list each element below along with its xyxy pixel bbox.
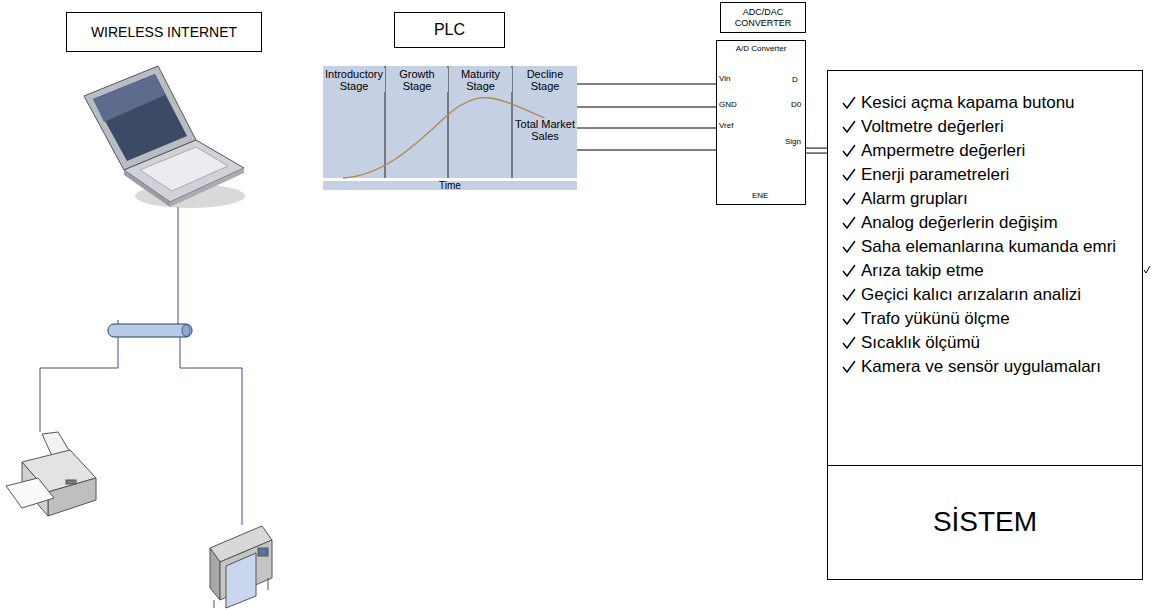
printer-icon xyxy=(6,478,54,508)
list-item: Geçici kalıcı arızaların analizi xyxy=(861,283,1138,307)
pin-name: ENE xyxy=(752,192,768,201)
check-mark xyxy=(843,241,855,252)
plotter-icon xyxy=(268,578,269,590)
check-mark xyxy=(842,168,856,182)
network-wire xyxy=(180,337,242,525)
check-mark xyxy=(842,312,856,326)
check-mark xyxy=(843,361,855,372)
check-mark xyxy=(843,145,855,156)
check-mark xyxy=(843,97,855,108)
list-item: Sıcaklık ölçümü xyxy=(861,331,1138,355)
check-mark xyxy=(843,313,855,324)
check-mark xyxy=(843,265,855,276)
system-title-box: SİSTEM xyxy=(827,465,1143,580)
signal-bus xyxy=(806,148,827,153)
converter-title-box: ADC/DAC CONVERTER xyxy=(720,2,806,33)
check-mark xyxy=(842,240,856,254)
pin-name: Vref xyxy=(719,122,733,131)
printer-icon xyxy=(6,432,96,516)
list-item: Alarm grupları xyxy=(861,187,1138,211)
plotter-icon xyxy=(258,548,268,556)
laptop-icon xyxy=(124,140,244,202)
list-item: Kesici açma kapama butonu xyxy=(861,91,1138,115)
node-text: ADC/DAC CONVERTER xyxy=(731,7,795,28)
pin-name: GND xyxy=(719,101,737,110)
check-mark xyxy=(843,217,855,228)
check-mark xyxy=(842,288,856,302)
network-wire xyxy=(178,207,179,324)
plc-box: PLC xyxy=(394,12,505,48)
network-box: WIRELESS INTERNET xyxy=(66,12,262,52)
chart-label: Maturity Stage xyxy=(449,68,512,92)
plotter-icon xyxy=(210,526,272,608)
system-box: Kesici açma kapama butonuVoltmetre değer… xyxy=(827,70,1143,580)
check-mark xyxy=(1144,266,1150,273)
list-item: Trafo yükünü ölçme xyxy=(861,307,1138,331)
check-mark xyxy=(842,192,856,206)
laptop-icon xyxy=(170,168,244,207)
list-item: Saha elemanlarına kumanda emri xyxy=(861,235,1138,259)
list-item: Kamera ve sensör uygulamaları xyxy=(861,355,1138,379)
pin-name: Vin xyxy=(719,75,730,84)
network-wire xyxy=(40,337,118,432)
node-text: WIRELESS INTERNET xyxy=(91,24,237,40)
list-item: Analog değerlerin değişim xyxy=(861,211,1138,235)
list-item: Enerji parametreleri xyxy=(861,163,1138,187)
plotter-icon xyxy=(214,600,215,608)
check-mark xyxy=(842,360,856,374)
check-mark xyxy=(842,336,856,350)
laptop-icon xyxy=(93,74,187,161)
network-wire xyxy=(118,320,119,324)
node-text: SİSTEM xyxy=(933,506,1037,538)
check-mark xyxy=(842,120,856,134)
signal-wire xyxy=(577,84,716,85)
plotter-icon xyxy=(210,548,220,600)
laptop-icon xyxy=(124,170,170,207)
chart-label: Time xyxy=(323,180,577,191)
check-mark xyxy=(842,264,856,278)
list-item: Voltmetre değerleri xyxy=(861,115,1138,139)
list-item: Arıza takip etme xyxy=(861,259,1138,283)
signal-wire xyxy=(577,128,716,129)
life-cycle-chart xyxy=(323,66,577,178)
check-mark xyxy=(843,337,855,348)
node-text: PLC xyxy=(434,21,465,39)
pin-name: D xyxy=(792,76,798,85)
check-mark xyxy=(843,169,855,180)
signal-wire xyxy=(577,84,716,150)
signal-wire xyxy=(577,107,716,108)
life-cycle-chart xyxy=(343,98,577,178)
network-hub xyxy=(108,324,192,337)
list-item: Ampermetre değerleri xyxy=(861,139,1138,163)
check-mark xyxy=(842,96,856,110)
chart-label: Growth Stage xyxy=(386,68,448,92)
pin-name: Sign xyxy=(785,138,801,147)
pin-name: D0 xyxy=(791,101,801,110)
check-mark xyxy=(843,193,855,204)
chart-label: Introductory Stage xyxy=(323,68,385,92)
network-hub xyxy=(182,325,190,337)
printer-icon xyxy=(66,480,76,484)
printer-icon xyxy=(48,478,96,516)
laptop-icon xyxy=(93,74,165,122)
node-text: A/D Converter xyxy=(717,44,805,53)
check-mark xyxy=(842,144,856,158)
plotter-icon xyxy=(226,553,256,608)
check-mark xyxy=(843,121,855,132)
life-cycle-chart xyxy=(323,66,577,190)
laptop-icon xyxy=(84,66,245,208)
chart-label: Decline Stage xyxy=(513,68,577,92)
signal-wire xyxy=(577,150,716,151)
life-cycle-chart xyxy=(323,181,577,190)
chart-label: Total Market Sales xyxy=(513,118,577,142)
check-mark xyxy=(843,289,855,300)
network-hub xyxy=(108,324,192,337)
check-mark xyxy=(842,216,856,230)
